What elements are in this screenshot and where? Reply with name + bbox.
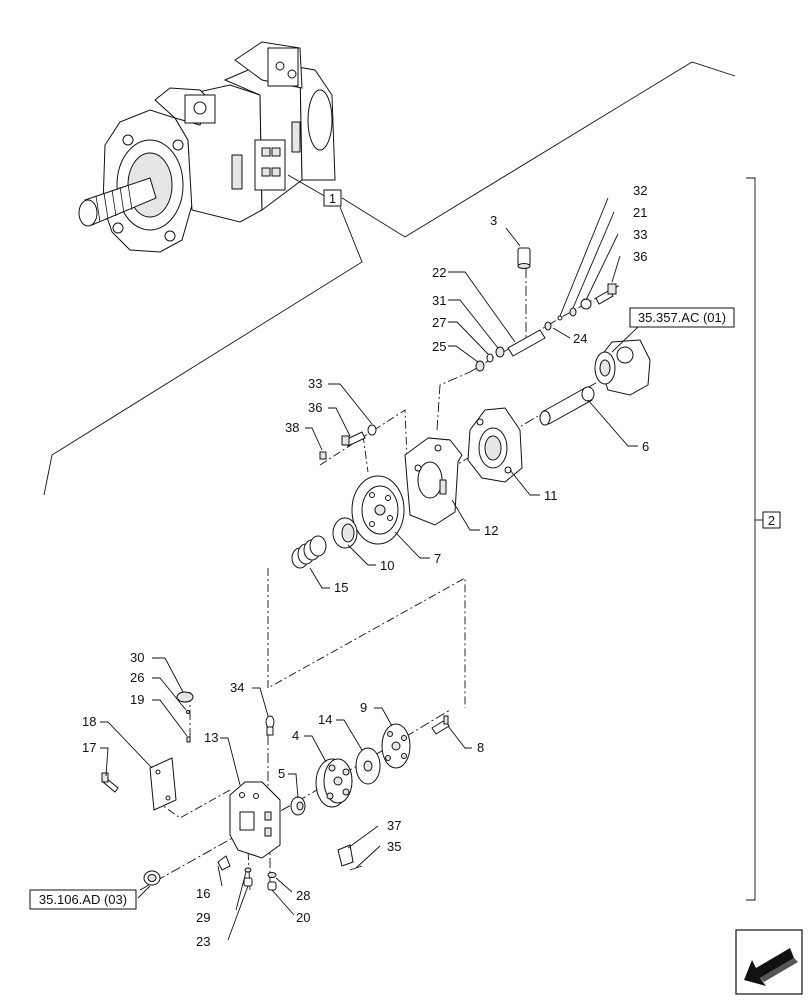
part-25-seal bbox=[475, 360, 485, 372]
part-11-flange-plate bbox=[467, 407, 523, 483]
part-8-pin bbox=[431, 715, 450, 735]
part-20-plug bbox=[267, 881, 277, 891]
svg-text:35.357.AC (01): 35.357.AC (01) bbox=[638, 310, 726, 325]
part-28-ring bbox=[267, 872, 277, 878]
part-29-ring bbox=[244, 867, 252, 873]
ref-fitting-illustration bbox=[143, 870, 161, 886]
part-33-washer-b bbox=[367, 424, 377, 436]
arrow-nav-icon[interactable] bbox=[735, 929, 803, 995]
callout-36-top: 36 bbox=[633, 249, 647, 264]
reference-35-106-AD[interactable]: 35.106.AD (03) bbox=[29, 889, 137, 910]
callout-14: 14 bbox=[318, 712, 332, 727]
part-36-bolt-b bbox=[341, 431, 366, 447]
callout-6: 6 bbox=[642, 439, 649, 454]
callout-34: 34 bbox=[230, 680, 244, 695]
callout-27: 27 bbox=[432, 315, 446, 330]
callout-20: 20 bbox=[296, 910, 310, 925]
part-16-key bbox=[217, 855, 231, 871]
part-14-washer bbox=[355, 747, 381, 785]
part-32-ball bbox=[557, 315, 563, 321]
group-label-2: 2 bbox=[762, 511, 781, 529]
callout-26: 26 bbox=[130, 670, 144, 685]
callout-23: 23 bbox=[196, 934, 210, 949]
part-13-end-housing bbox=[229, 781, 281, 859]
callout-3: 3 bbox=[490, 213, 497, 228]
part-3-plug bbox=[517, 247, 531, 269]
callout-30: 30 bbox=[130, 650, 144, 665]
part-24-ring bbox=[544, 321, 552, 331]
callout-21: 21 bbox=[633, 205, 647, 220]
callout-37: 37 bbox=[387, 818, 401, 833]
part-21-seal bbox=[569, 307, 577, 317]
callout-22: 22 bbox=[432, 265, 446, 280]
callout-4: 4 bbox=[292, 728, 299, 743]
part-30-cap bbox=[176, 691, 194, 703]
part-22-spool bbox=[507, 329, 546, 357]
callout-28: 28 bbox=[296, 888, 310, 903]
callout-19: 19 bbox=[130, 692, 144, 707]
callout-7: 7 bbox=[434, 551, 441, 566]
callout-16: 16 bbox=[196, 886, 210, 901]
part-31-seal bbox=[495, 346, 505, 358]
callout-17: 17 bbox=[82, 740, 96, 755]
part-34-eye-bolt bbox=[265, 715, 275, 736]
part-4-cylinder-block bbox=[315, 758, 353, 808]
part-36-bolt bbox=[595, 283, 617, 305]
part-6-shaft bbox=[539, 386, 595, 426]
part-37-label bbox=[337, 844, 354, 867]
callout-8: 8 bbox=[477, 740, 484, 755]
svg-text:1: 1 bbox=[329, 191, 336, 206]
part-33-washer bbox=[580, 298, 592, 310]
callout-13: 13 bbox=[204, 730, 218, 745]
part-17-bolt bbox=[101, 772, 119, 793]
group-bracket bbox=[746, 177, 756, 901]
part-7-disc bbox=[351, 475, 405, 545]
callout-33-mid: 33 bbox=[308, 376, 322, 391]
part-26-ball bbox=[186, 710, 190, 714]
callout-18: 18 bbox=[82, 714, 96, 729]
callout-25: 25 bbox=[432, 339, 446, 354]
callout-36-mid: 36 bbox=[308, 400, 322, 415]
callout-15: 15 bbox=[334, 580, 348, 595]
reference-35-357-AC[interactable]: 35.357.AC (01) bbox=[629, 307, 735, 328]
callout-9: 9 bbox=[360, 700, 367, 715]
callout-31: 31 bbox=[432, 293, 446, 308]
callout-33-top: 33 bbox=[633, 227, 647, 242]
part-27-ring bbox=[486, 353, 494, 363]
part-5-bearing bbox=[290, 796, 306, 816]
leader-assembly-left bbox=[43, 206, 363, 496]
leader-assembly-top bbox=[341, 61, 736, 238]
ref-gear-pump-illustration bbox=[594, 339, 651, 396]
part-12-valve-body bbox=[404, 437, 463, 526]
callout-24: 24 bbox=[573, 331, 587, 346]
callouts: 32 21 33 36 3 22 31 27 25 24 6 11 12 33 … bbox=[82, 183, 649, 949]
callout-10: 10 bbox=[380, 558, 394, 573]
assembly-label-1: 1 bbox=[323, 189, 342, 207]
callout-5: 5 bbox=[278, 766, 285, 781]
svg-text:35.106.AD (03): 35.106.AD (03) bbox=[39, 892, 127, 907]
callout-35: 35 bbox=[387, 839, 401, 854]
part-10-bushing bbox=[332, 517, 358, 549]
part-19-pin bbox=[186, 736, 191, 743]
part-15-spring bbox=[291, 535, 327, 569]
leader-lines bbox=[100, 197, 641, 941]
part-23-plug bbox=[243, 877, 253, 887]
part-18-cover-plate bbox=[149, 757, 177, 811]
pump-assembly-illustration bbox=[78, 41, 336, 253]
callout-32: 32 bbox=[633, 183, 647, 198]
part-9-port-plate bbox=[381, 723, 411, 769]
callout-38: 38 bbox=[285, 420, 299, 435]
svg-text:2: 2 bbox=[768, 513, 775, 528]
callout-11: 11 bbox=[544, 488, 558, 503]
callout-12: 12 bbox=[484, 523, 498, 538]
callout-29: 29 bbox=[196, 910, 210, 925]
part-38-plug bbox=[319, 451, 327, 460]
